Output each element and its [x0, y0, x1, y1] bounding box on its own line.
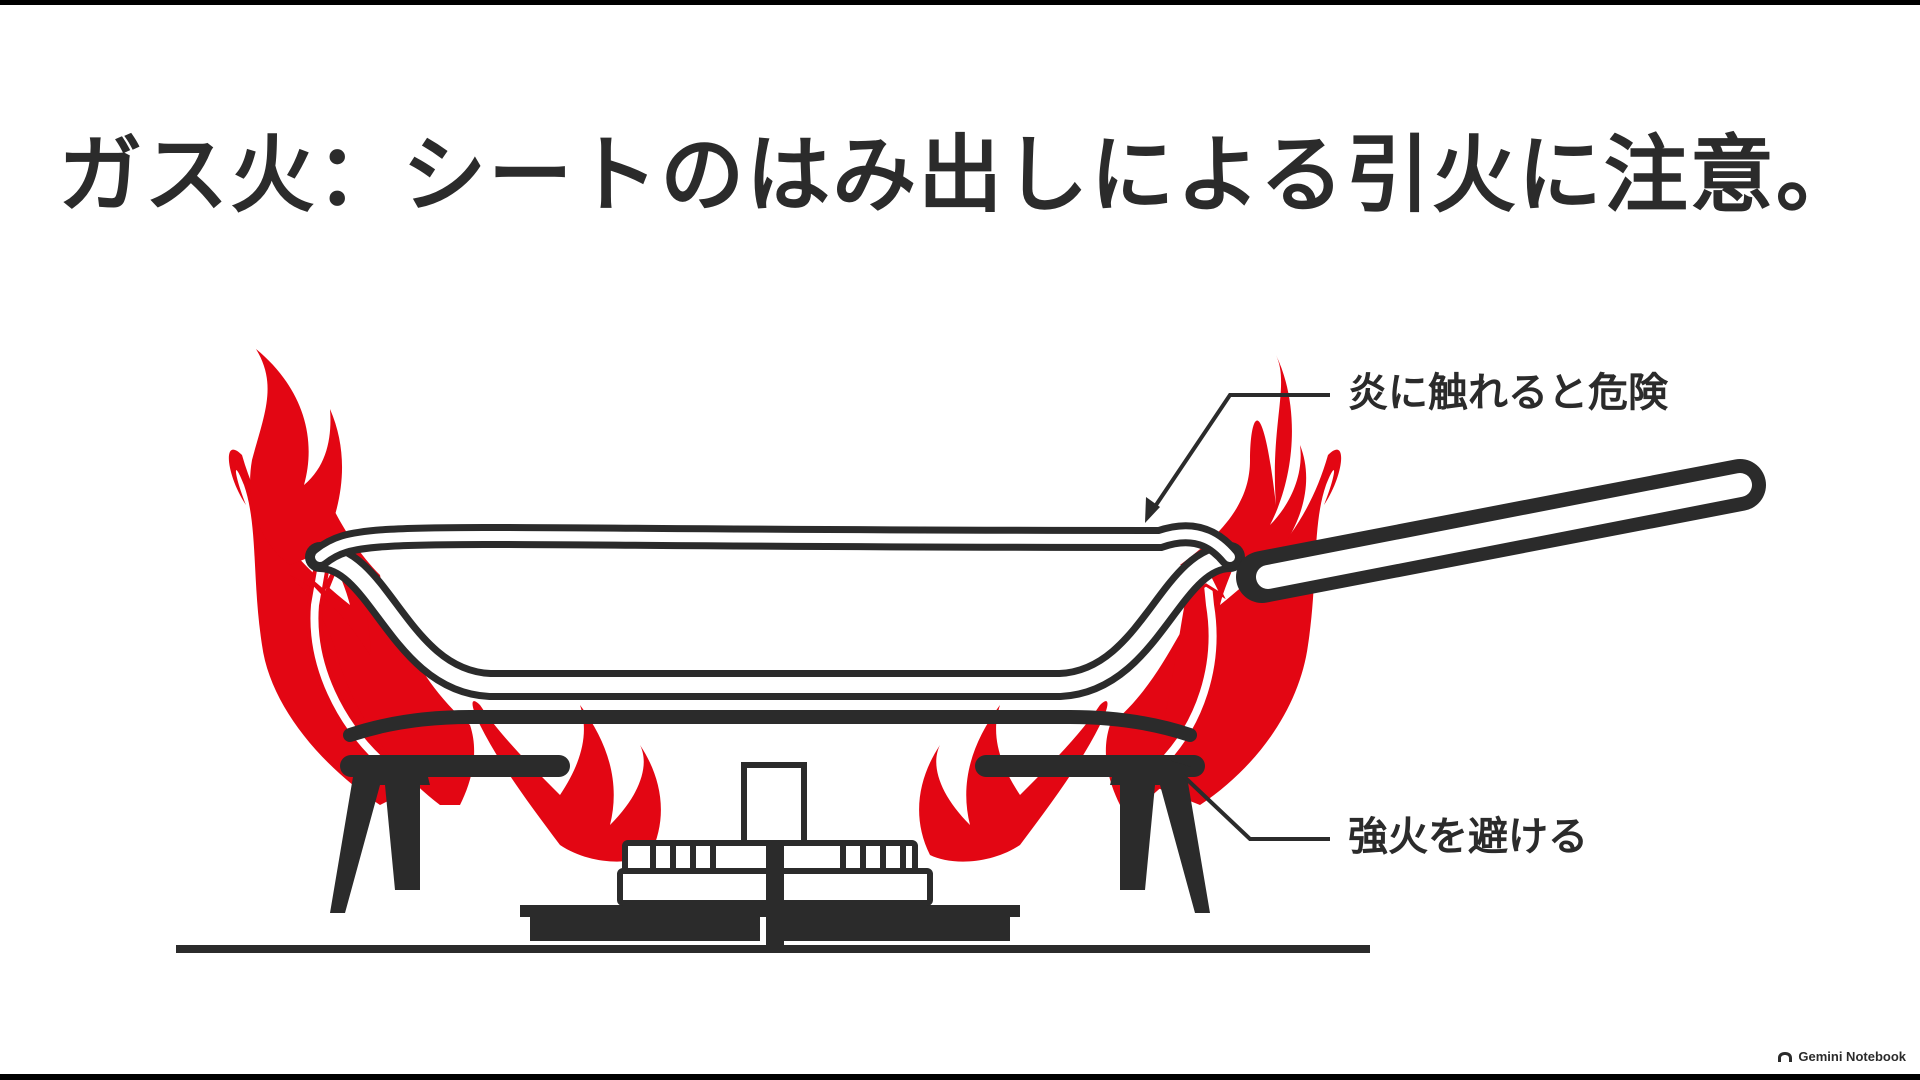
stove-base-foot-right	[780, 917, 1010, 941]
pan-body-inner	[312, 549, 1238, 693]
callout-flame-danger: 炎に触れると危険	[1348, 370, 1668, 416]
flame-center-left	[472, 701, 661, 862]
callout-leaders	[1145, 393, 1330, 841]
stove-grate-bridge-right	[1120, 785, 1155, 890]
leader-arrowhead-bottom	[1166, 759, 1191, 779]
stove-grate-right	[1110, 765, 1210, 913]
pan-body-outer	[305, 542, 1245, 700]
pan-base	[343, 710, 1197, 742]
flame-left-rim	[250, 349, 343, 565]
notebook-arch-icon	[1778, 1051, 1793, 1062]
stove-grate-left	[330, 765, 430, 913]
stove-support-right	[975, 755, 1205, 777]
stove-base-foot-left	[530, 917, 760, 941]
flame-center-right	[919, 701, 1108, 862]
stove-support-left	[340, 755, 570, 777]
stove-grate-bridge-left	[385, 785, 420, 890]
leader-arrowhead-top	[1145, 497, 1160, 523]
leader-line-top	[1150, 393, 1330, 513]
heat-arrow-left-inner	[310, 561, 389, 769]
gas-stove-diagram	[176, 349, 1766, 953]
brand-label: Gemini Notebook	[1798, 1049, 1906, 1064]
cooktop-surface	[176, 945, 1370, 953]
leader-line-bottom	[1174, 767, 1330, 841]
flame-right-rim	[1180, 355, 1307, 571]
callout-avoid-high-heat: 強火を避ける	[1348, 814, 1588, 860]
frying-pan	[305, 459, 1766, 742]
pan-handle-inner	[1256, 473, 1752, 589]
burner-collar	[741, 762, 807, 846]
brand-watermark: Gemini Notebook	[1777, 1049, 1906, 1064]
flame-left-inner	[290, 575, 475, 805]
burner-teeth	[650, 845, 906, 871]
page-title: ガス火：シートのはみ出しによる引火に注意。	[58, 126, 1862, 224]
gas-stove	[176, 755, 1370, 953]
slide: ガス火：シートのはみ出しによる引火に注意。	[0, 5, 1920, 1074]
heat-arrow-right-inner	[1156, 561, 1217, 769]
pan-rim-inner	[315, 529, 1235, 562]
